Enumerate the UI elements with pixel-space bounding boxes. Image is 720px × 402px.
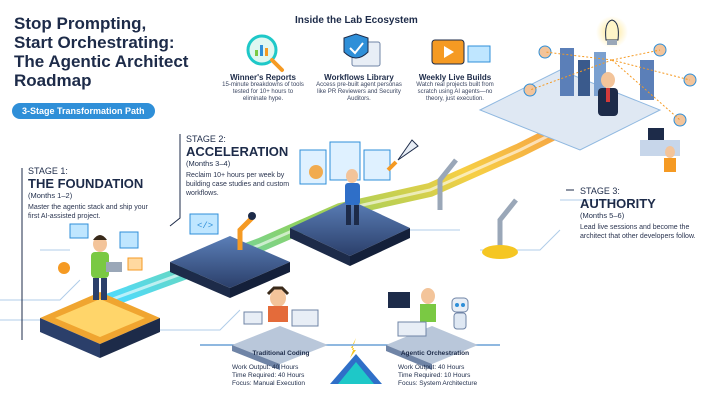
title-line-4: Roadmap — [14, 71, 92, 90]
card-workflows-library: Workflows Library Access pre-built agent… — [316, 73, 402, 103]
ecosystem-heading: Inside the Lab Ecosystem — [295, 15, 418, 26]
card-desc: Access pre-built agent personas like PR … — [316, 82, 402, 102]
stage-label: STAGE 1: — [28, 166, 68, 176]
stage-desc: Reclaim 10+ hours per week by building c… — [186, 172, 290, 197]
stage1-platform — [40, 223, 160, 358]
stat-output: Work Output: 40 Hours — [398, 364, 465, 371]
stage-2: STAGE 2: ACCELERATION (Months 3–4) Recla… — [186, 134, 298, 198]
card-weekly-live-builds: Weekly Live Builds Watch real projects b… — [410, 73, 500, 103]
traditional-coding-stats: Work Output: 40 Hours Time Required: 40 … — [232, 364, 305, 388]
title-line-1: Stop Prompting, — [14, 14, 147, 33]
path-label-badge: 3-Stage Transformation Path — [12, 103, 155, 119]
stage-months: (Months 5–6) — [580, 211, 625, 220]
card-desc: Watch real projects built from scratch u… — [416, 82, 494, 102]
stage-months: (Months 3–4) — [186, 159, 231, 168]
title-line-2: Start Orchestrating: — [14, 33, 175, 52]
traditional-coding-label: Traditional Coding — [252, 350, 310, 357]
stat-time: Time Required: 40 Hours — [232, 372, 305, 379]
stage-months: (Months 1–2) — [28, 191, 73, 200]
stat-focus: Focus: System Architecture — [398, 380, 478, 387]
card-title: Workflows Library — [324, 73, 394, 82]
stage2-platform: </> — [170, 139, 518, 298]
magnifier-chart-icon — [246, 34, 284, 72]
stage-desc: Master the agentic stack and ship your f… — [28, 204, 148, 220]
comparison-scale — [200, 286, 500, 384]
card-title: Weekly Live Builds — [418, 73, 492, 82]
stage-name: ACCELERATION — [186, 144, 289, 159]
agentic-orchestration-stats: Work Output: 40 Hours Time Required: 10 … — [398, 364, 477, 388]
card-desc: 15-minute breakdowns of tools tested for… — [222, 82, 304, 102]
stage-name: AUTHORITY — [580, 196, 656, 211]
stage-3: STAGE 3: AUTHORITY (Months 5–6) Lead liv… — [580, 186, 700, 241]
stage-label: STAGE 2: — [186, 134, 226, 144]
stat-output: Work Output: 40 Hours — [232, 364, 299, 371]
agentic-orchestration-label: Agentic Orchestration — [400, 350, 470, 357]
stat-focus: Focus: Manual Execution — [232, 380, 305, 387]
title-line-3: The Agentic Architect — [14, 52, 189, 71]
stage-desc: Lead live sessions and become the archit… — [580, 224, 696, 240]
stat-time: Time Required: 10 Hours — [398, 372, 471, 379]
card-winners-reports: Winner's Reports 15-minute breakdowns of… — [222, 73, 304, 103]
stage3-platform — [478, 16, 697, 172]
shield-book-icon — [343, 33, 381, 67]
stage-name: THE FOUNDATION — [28, 176, 144, 191]
stage-markers — [21, 134, 574, 340]
stage-1: STAGE 1: THE FOUNDATION (Months 1–2) Mas… — [28, 166, 148, 221]
page-title: Stop Prompting, Start Orchestrating: The… — [14, 14, 234, 90]
card-title: Winner's Reports — [230, 73, 296, 82]
svg-text:</>: </> — [197, 221, 213, 231]
stage-label: STAGE 3: — [580, 186, 620, 196]
video-play-icon — [431, 39, 491, 65]
